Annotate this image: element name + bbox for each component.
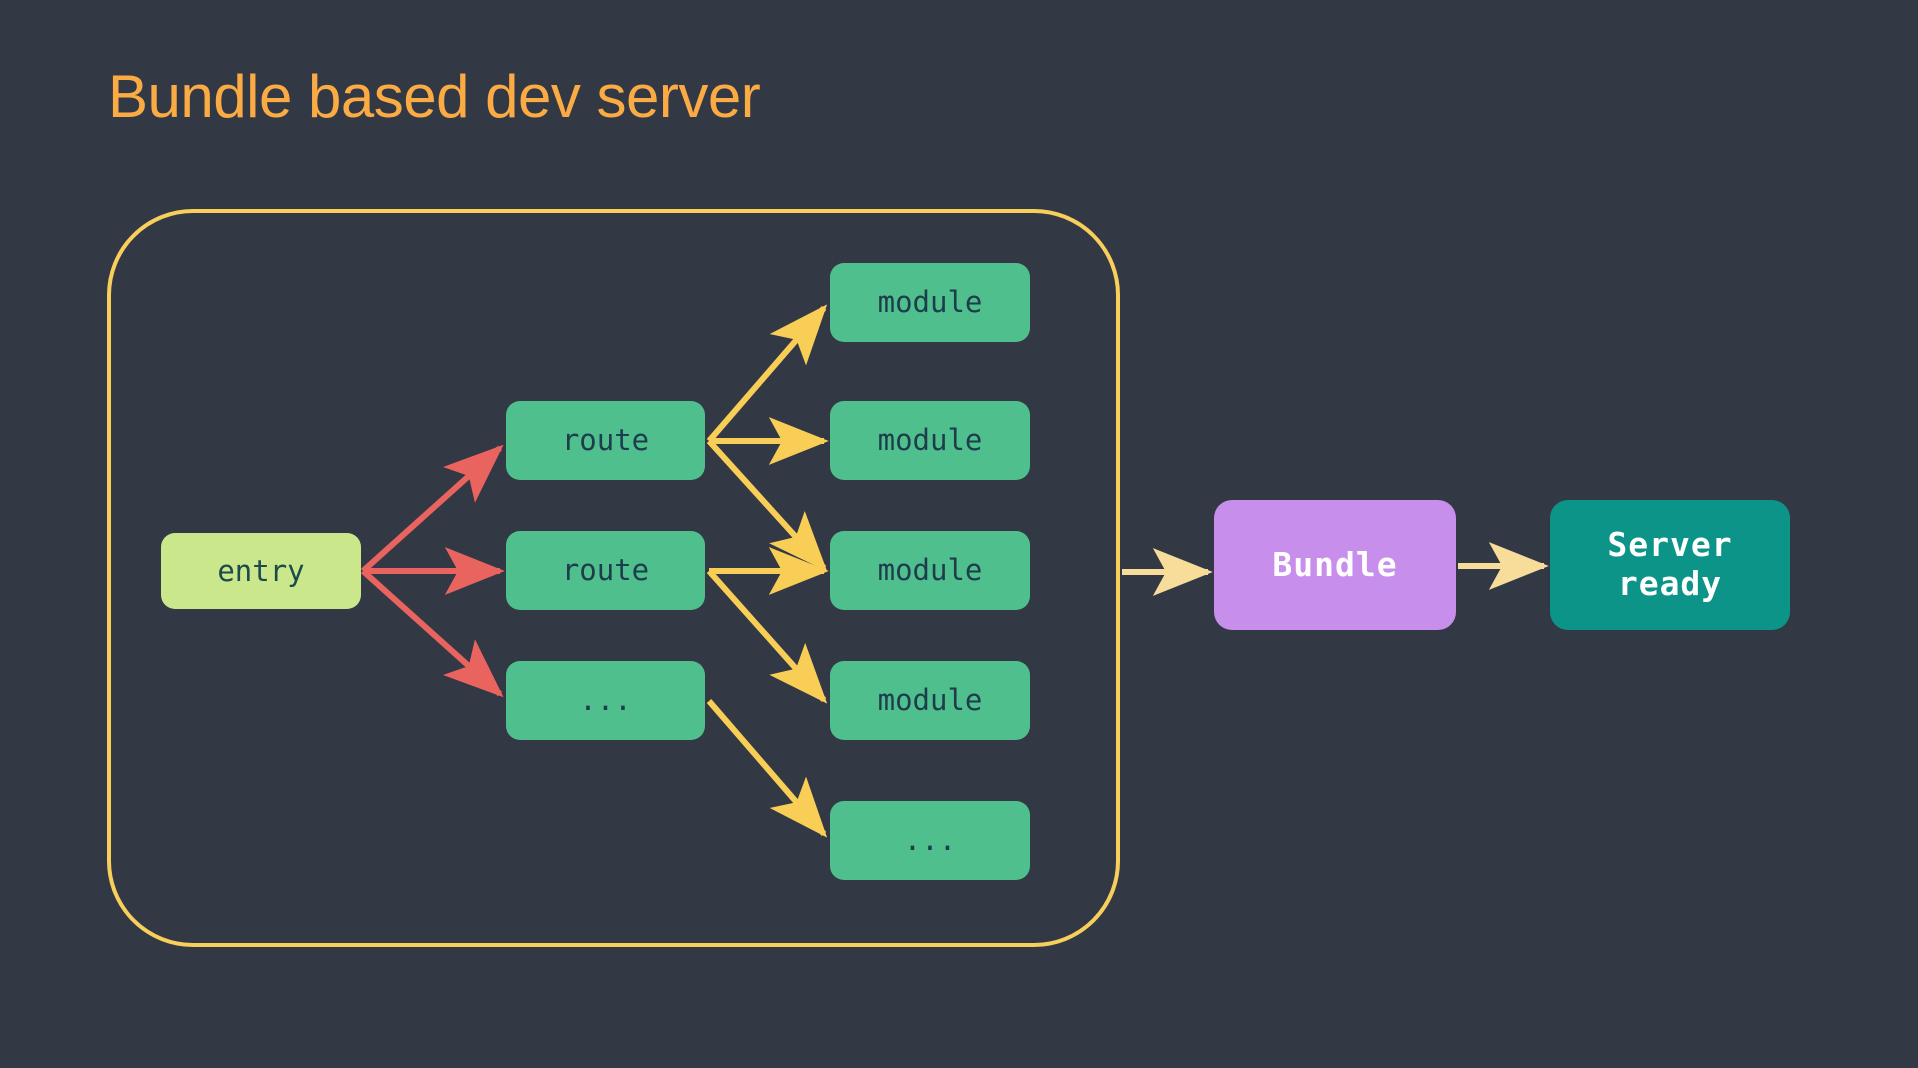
node-module-ellipsis[interactable]: ... — [830, 801, 1030, 880]
node-route-1[interactable]: route — [506, 401, 705, 480]
node-module-4[interactable]: module — [830, 661, 1030, 740]
page-title: Bundle based dev server — [108, 63, 761, 130]
node-entry[interactable]: entry — [161, 533, 361, 609]
node-module-2[interactable]: module — [830, 401, 1030, 480]
node-route-2[interactable]: route — [506, 531, 705, 610]
dev-server-group-boundary — [107, 209, 1120, 947]
node-module-1[interactable]: module — [830, 263, 1030, 342]
node-module-3[interactable]: module — [830, 531, 1030, 610]
node-server-ready[interactable]: Server ready — [1550, 500, 1790, 630]
node-route-ellipsis[interactable]: ... — [506, 661, 705, 740]
node-bundle[interactable]: Bundle — [1214, 500, 1456, 630]
